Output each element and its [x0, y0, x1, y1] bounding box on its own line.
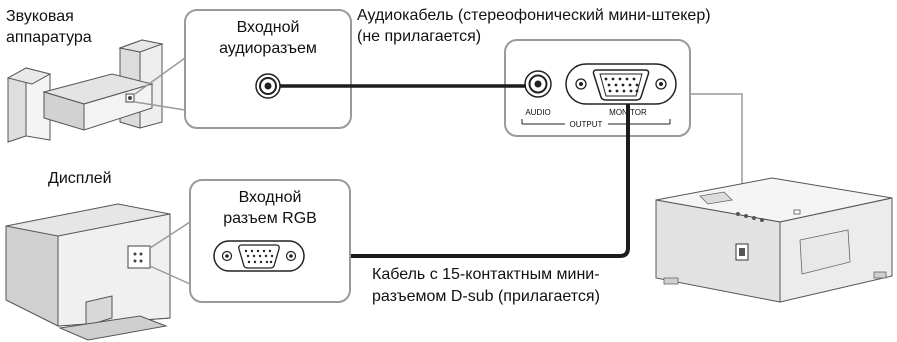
audio-cable-label-line1: Аудиокабель (стереофонический мини-штеке…: [357, 7, 711, 24]
rgb-input-label-line1: Входной: [239, 189, 302, 206]
audio-input-label-line2: аудиоразъем: [219, 40, 317, 57]
projector-port-panel: AUDIO MONITOR OUTPUT: [504, 39, 691, 137]
display-illustration: [5, 203, 171, 341]
audio-jack-icon: [255, 73, 281, 99]
dsub-cable-label-line2: разъемом D-sub (прилагается): [372, 288, 600, 305]
audio-equipment-label-line2: аппаратура: [6, 29, 92, 46]
audio-cable-label-line2: (не прилагается): [357, 28, 481, 45]
audio-equipment-label-line1: Звуковая: [6, 8, 74, 25]
rgb-input-callout: [189, 179, 351, 303]
rgb-vga-port-icon: [213, 240, 305, 272]
monitor-vga-port-icon: [565, 63, 677, 105]
display-label: Дисплей: [48, 170, 112, 187]
audio-equipment-illustration: [6, 39, 164, 143]
audio-output-jack-icon: [524, 70, 552, 98]
port-label-audio: AUDIO: [525, 108, 550, 117]
dsub-cable-label-line1: Кабель с 15-контактным мини-: [372, 266, 600, 283]
dsub-cable: [298, 104, 630, 258]
projector-illustration: [655, 177, 893, 303]
audio-input-callout: [184, 9, 352, 129]
text-labels: Звуковая аппаратура Дисплей Входной ауди…: [6, 7, 711, 305]
rgb-input-label-line2: разъем RGB: [223, 210, 317, 227]
port-label-output: OUTPUT: [570, 120, 603, 129]
audio-input-label-line1: Входной: [237, 19, 300, 36]
